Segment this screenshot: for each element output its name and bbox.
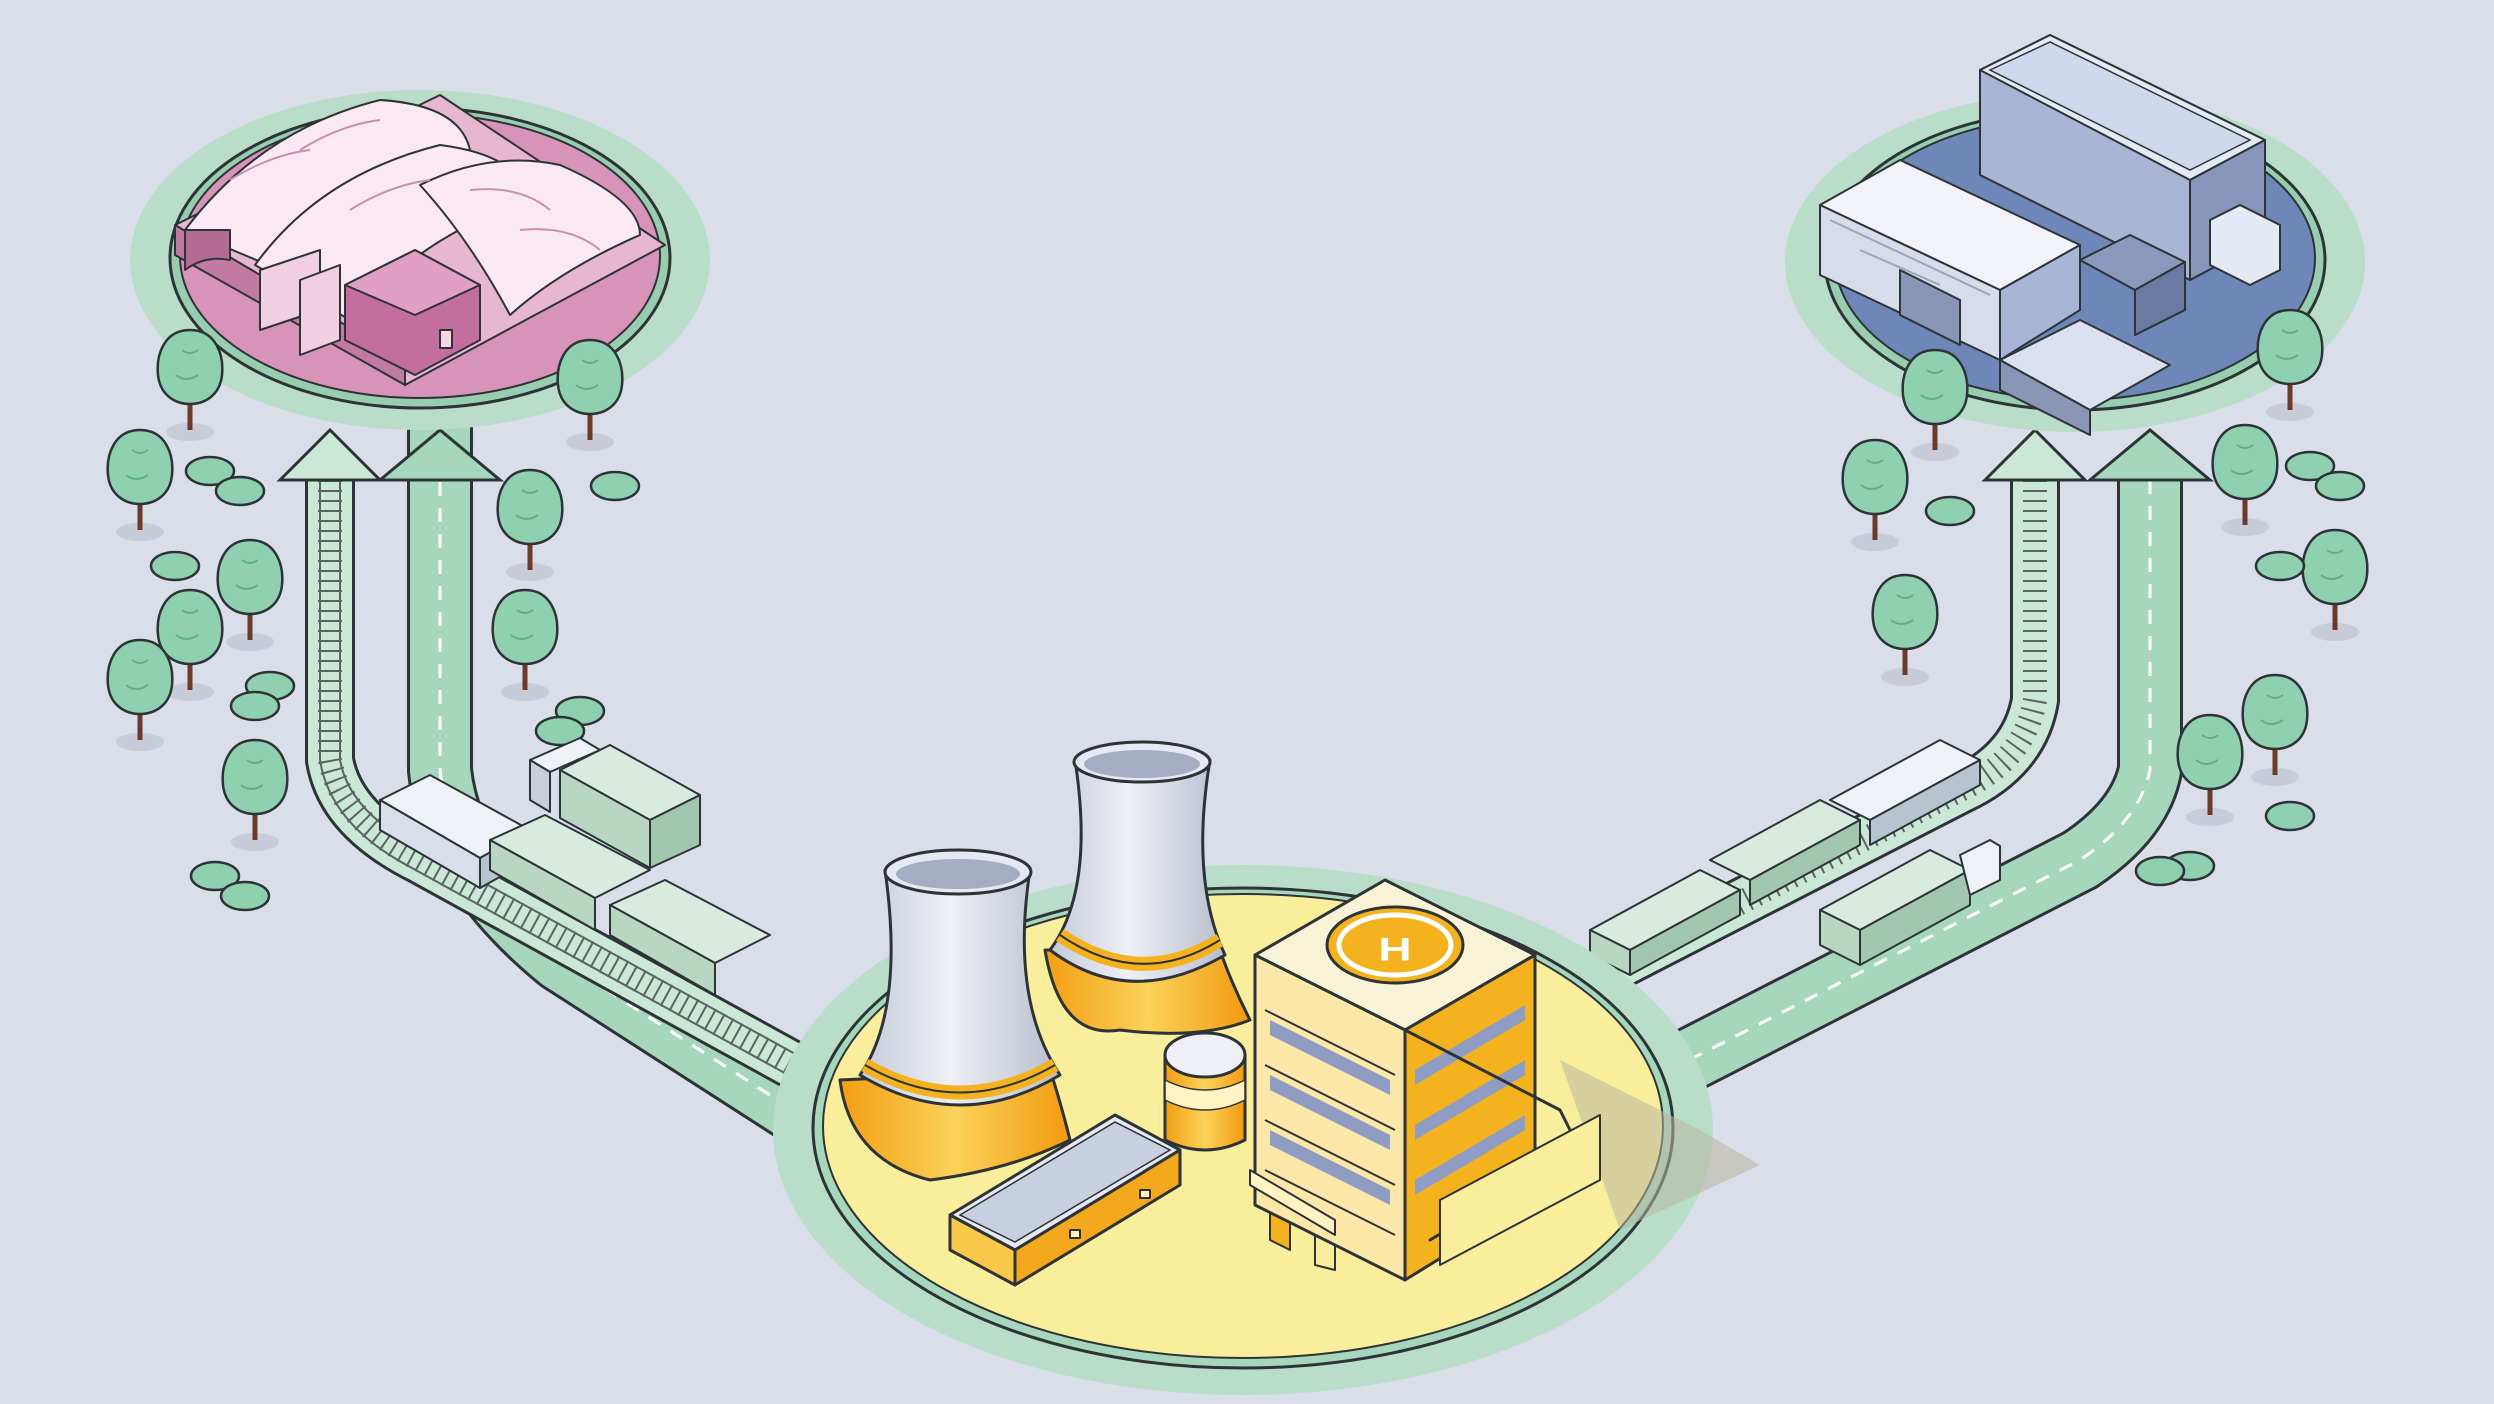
helipad-building: H	[1249, 878, 1601, 1282]
road-arrow-icon	[375, 428, 505, 482]
rail-arrow-icon	[1981, 427, 2089, 482]
warehouse-site	[1785, 34, 2365, 436]
cooling-tower-back	[1043, 740, 1252, 1035]
left-train	[379, 774, 771, 996]
right-road	[1634, 428, 2215, 1110]
right-train	[1589, 739, 1981, 976]
greenhouse-icon	[174, 94, 666, 386]
cooling-tower-front	[838, 848, 1072, 1182]
right-truck	[1819, 839, 2001, 966]
helipad-icon	[1325, 905, 1465, 985]
road-arrow-icon	[2085, 428, 2215, 482]
warehouse-icon	[1819, 34, 2281, 436]
low-building	[948, 1113, 1182, 1287]
rail-arrow-icon	[276, 427, 384, 482]
hydrogen-plant-site: H	[773, 740, 1760, 1395]
helipad-letter: H	[1378, 932, 1411, 968]
storage-tank	[1163, 1031, 1247, 1152]
greenhouse-site	[130, 90, 710, 430]
left-truck	[529, 737, 701, 869]
power-plant-icon: H	[838, 740, 1601, 1287]
